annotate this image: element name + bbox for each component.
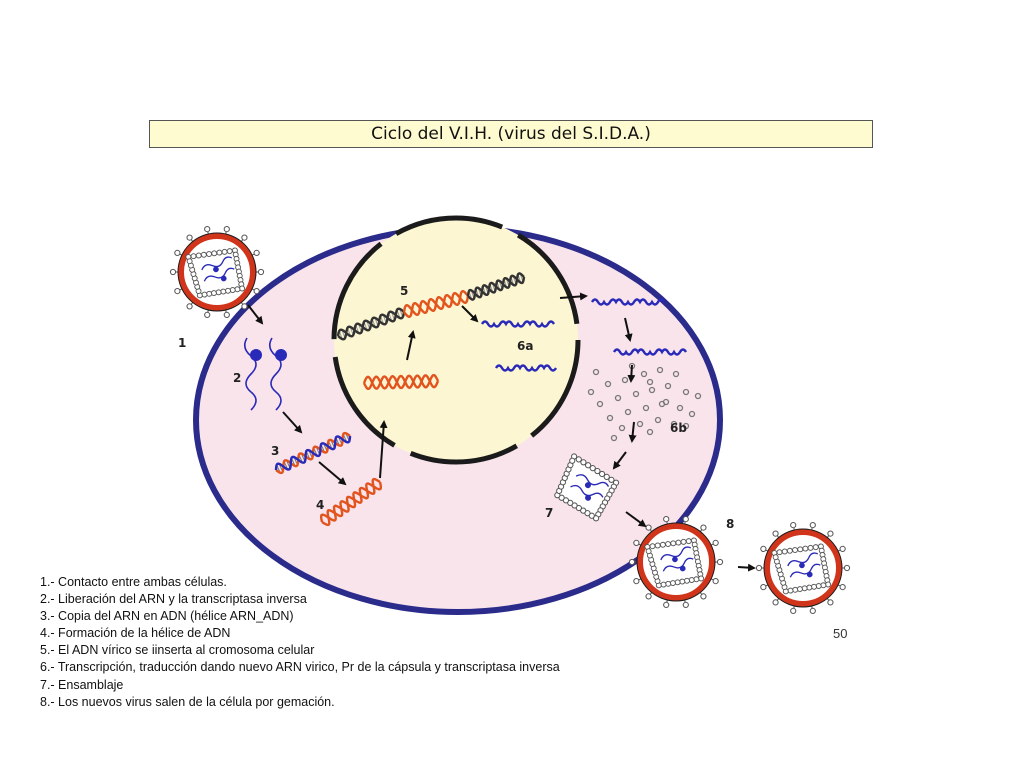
legend-item: 3.- Copia del ARN en ADN (hélice ARN_ADN…: [40, 609, 294, 624]
step-label-6b: 6b: [670, 421, 687, 435]
step-label-8: 8: [726, 517, 734, 531]
legend-item: 1.- Contacto entre ambas células.: [40, 575, 227, 589]
cell-nucleus: [331, 215, 581, 465]
legend-item: 4.- Formación de la hélice de ADN: [40, 626, 231, 641]
step-label-6a: 6a: [517, 339, 533, 353]
virus-icon: [755, 522, 851, 614]
legend-item: 5.- El ADN vírico se iinserta al cromoso…: [40, 643, 315, 658]
step-label-5: 5: [400, 284, 408, 298]
dna-helix-icon: [336, 272, 526, 341]
page-number: 50: [833, 626, 848, 641]
legend-item: 6.- Transcripción, traducción dando nuev…: [40, 660, 560, 675]
legend-item: 8.- Los nuevos virus salen de la célula …: [40, 694, 335, 709]
arrow-icon: [247, 292, 756, 572]
diagram-title-text: Ciclo del V.I.H. (virus del S.I.D.A.): [371, 124, 651, 144]
legend-item: 2.- Liberación del ARN y la transcriptas…: [40, 592, 307, 607]
dna-helix-icon: [274, 431, 352, 475]
legend: 1.- Contacto entre ambas células. 2.- Li…: [40, 574, 560, 711]
capsid-icon: [554, 453, 620, 522]
step-label-3: 3: [271, 444, 279, 458]
legend-item: 7.- Ensamblaje: [40, 677, 124, 692]
step-label-2: 2: [233, 371, 241, 385]
diagram-title: Ciclo del V.I.H. (virus del S.I.D.A.): [149, 120, 873, 148]
step-label-7: 7: [545, 506, 553, 520]
virus-icon: [628, 516, 724, 608]
dna-helix-icon: [362, 374, 440, 390]
rna-strand-icon: [243, 337, 287, 411]
rna-strand-icon: [480, 298, 688, 372]
dna-helix-icon: [320, 477, 382, 527]
step-label-1: 1: [178, 336, 186, 350]
step-label-4: 4: [316, 498, 324, 512]
virus-icon: [169, 226, 265, 318]
